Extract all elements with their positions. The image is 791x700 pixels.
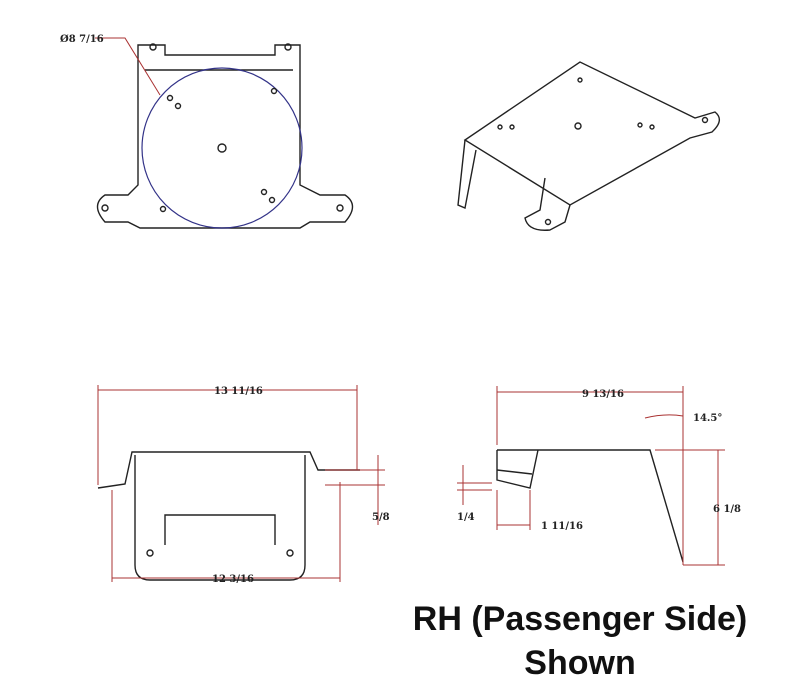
front-bottom-width-label: 12 3/16 xyxy=(212,574,254,585)
front-view: 13 11/16 12 3/16 5/8 xyxy=(97,385,390,585)
mounting-circle xyxy=(141,67,303,229)
isometric-view xyxy=(457,61,720,231)
caption-line-1: RH (Passenger Side) xyxy=(412,600,748,638)
side-angle-label: 14.5° xyxy=(693,413,722,424)
circle-diameter-label: Ø8 7/16 xyxy=(60,34,104,45)
caption-line-2: Shown xyxy=(524,644,636,682)
side-height-label: 6 1/8 xyxy=(713,504,741,515)
side-depth-label: 9 13/16 xyxy=(582,389,624,400)
front-width-label: 13 11/16 xyxy=(214,386,263,397)
side-view: 9 13/16 14.5° 6 1/8 1 11/16 1/4 xyxy=(457,386,741,566)
front-flange-label: 5/8 xyxy=(372,512,390,523)
top-view: Ø8 7/16 xyxy=(60,34,354,229)
side-flange-offset-label: 1/4 xyxy=(457,512,475,523)
side-flange-width-label: 1 11/16 xyxy=(541,521,583,532)
